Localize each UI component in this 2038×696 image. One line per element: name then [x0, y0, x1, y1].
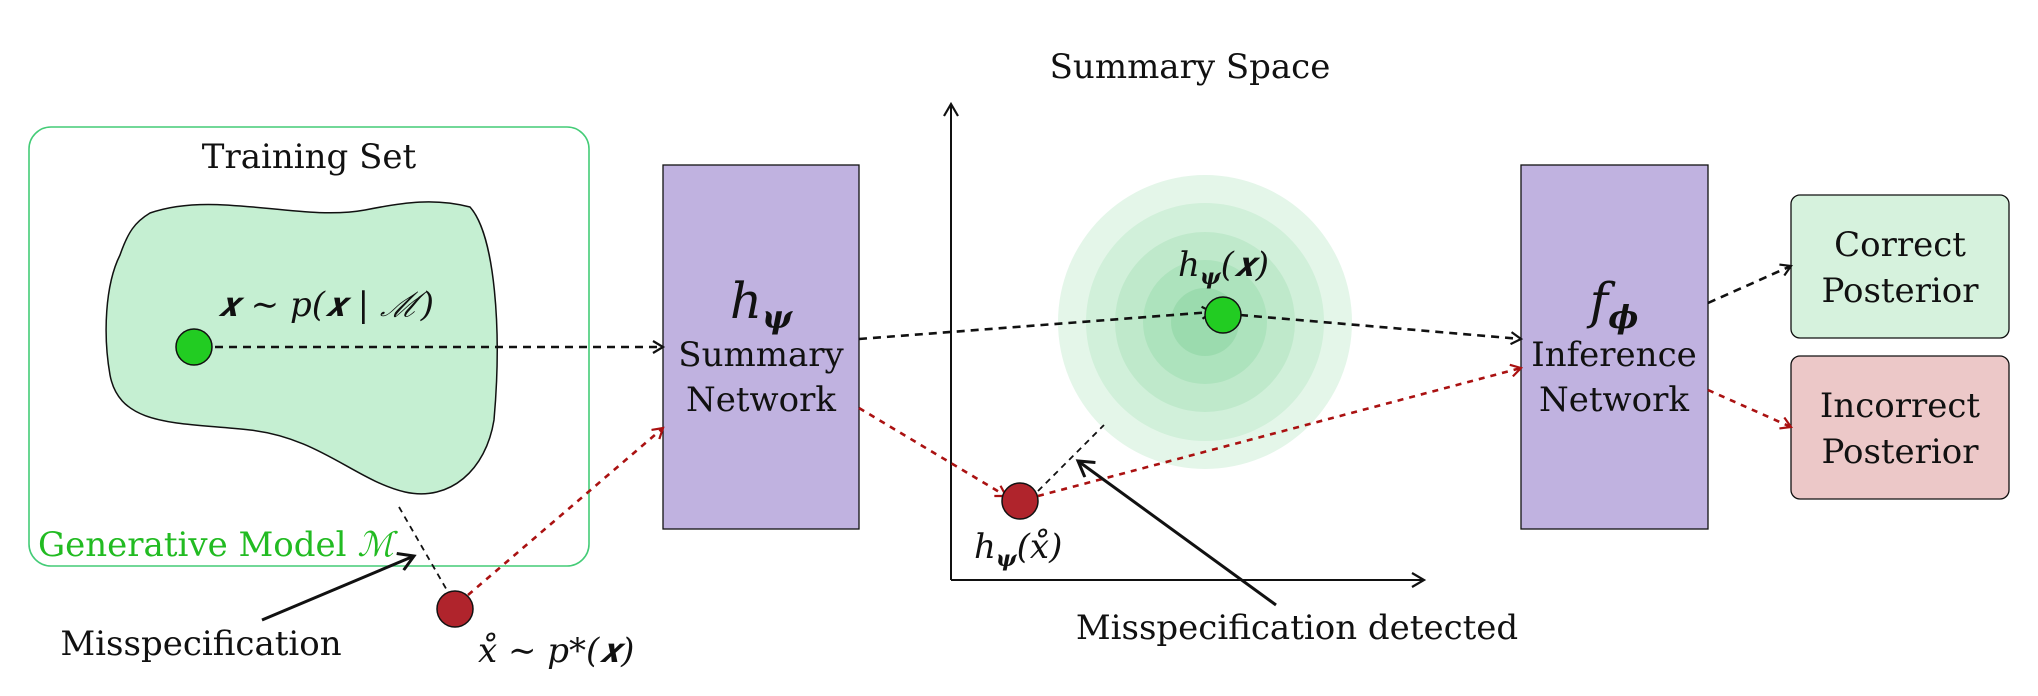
- sample-label: 𝒙 ∼ p(𝒙 | ℳ): [218, 285, 434, 325]
- generative-model-box: [28, 126, 590, 567]
- arrow-inference-to-correct: [1707, 263, 1793, 305]
- incorrect-flow-arrows: [467, 363, 1793, 596]
- summary-ok-point: [1204, 296, 1242, 334]
- inference-network-box: [1520, 164, 1709, 530]
- generative-model-label: Generative Model ℳ: [38, 525, 398, 565]
- summary-bad-label: hψ(x̊): [974, 527, 1062, 572]
- correct-posterior-line1: Correct: [1834, 225, 1966, 265]
- arrow-summary-to-space: [858, 305, 1215, 341]
- summary-bad-point: [1001, 482, 1039, 520]
- summary-network-symbol: hψ: [730, 272, 793, 336]
- incorrect-posterior-line2: Posterior: [1821, 432, 1979, 472]
- incorrect-posterior-box: [1790, 355, 2010, 500]
- misspecification-detected-label: Misspecification detected: [1076, 608, 1518, 648]
- summary-space-title: Summary Space: [1050, 47, 1331, 87]
- arrow-space-to-inference: [1239, 313, 1524, 346]
- correct-posterior-line2: Posterior: [1821, 271, 1979, 311]
- arrow-summary-to-bad-point: [858, 406, 1008, 498]
- summary-ok-label: hψ(𝒙): [1178, 245, 1269, 290]
- arrow-inference-to-incorrect: [1707, 388, 1793, 430]
- observed-point: [436, 590, 474, 628]
- misspec-pointer-arrow: [261, 556, 414, 622]
- detected-pointer-arrow: [1078, 461, 1277, 607]
- incorrect-posterior-line1: Incorrect: [1820, 386, 1981, 426]
- summary-network-box: [662, 164, 860, 530]
- arrow-observed-to-summary: [467, 426, 665, 596]
- inference-network-line1: Inference: [1531, 335, 1696, 375]
- misspecification-label: Misspecification: [60, 624, 341, 664]
- correct-flow-arrows: [215, 263, 1793, 354]
- correct-posterior-box: [1790, 194, 2010, 339]
- inference-network-line2: Network: [1539, 380, 1689, 420]
- training-set-title: Training Set: [202, 137, 417, 177]
- summary-network-line2: Network: [686, 380, 836, 420]
- summary-network-line1: Summary: [678, 335, 844, 375]
- distance-lines: [398, 424, 1105, 593]
- training-sample-point: [175, 328, 213, 366]
- observed-label: x̊ ∼ p*(𝒙): [478, 631, 634, 671]
